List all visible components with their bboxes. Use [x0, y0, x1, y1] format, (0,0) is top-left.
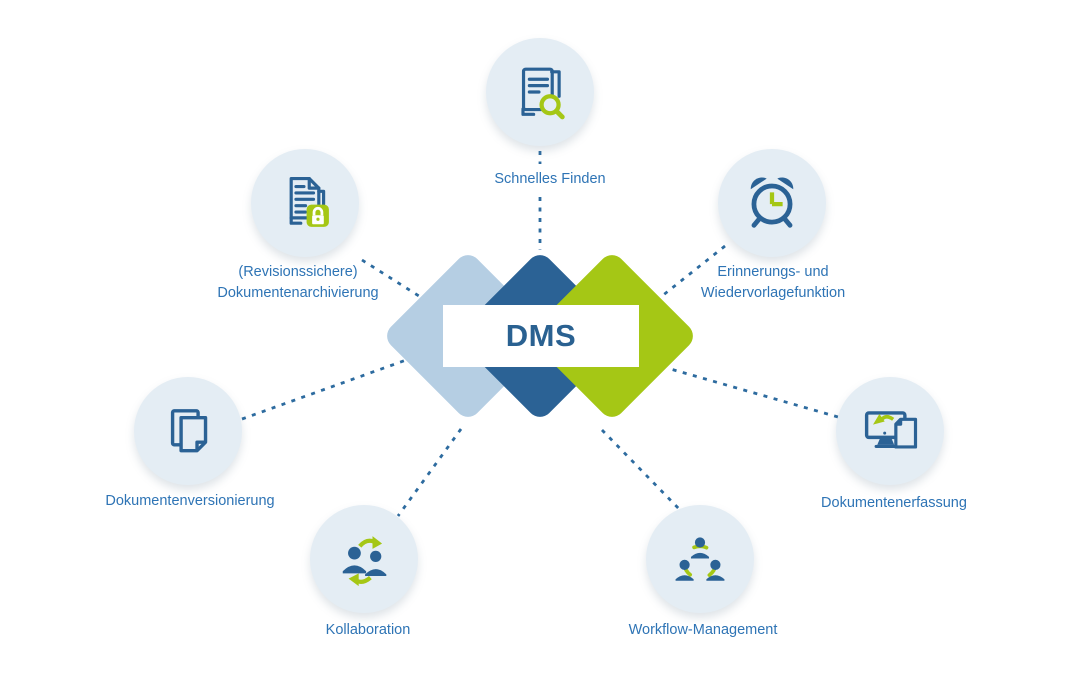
document-copies-icon	[170, 409, 208, 453]
connector-line-workflow	[600, 429, 686, 515]
connector-line-kollab	[396, 428, 463, 517]
dms-banner: DMS	[443, 305, 639, 367]
node-erinnerungsfunktion	[718, 149, 826, 257]
node-label-dokumentenversionierung: Dokumentenversionierung	[105, 493, 275, 509]
node-workflow-management	[646, 505, 754, 613]
document-lock-icon	[289, 176, 329, 227]
node-kollaboration	[310, 505, 418, 613]
node-schnelles-finden	[486, 38, 594, 146]
node-label-dokumentenarchivierung: (Revisionssichere) Dokumentenarchivierun…	[217, 264, 379, 301]
node-label-erinnerungsfunktion: Erinnerungs- und Wiedervorlagefunktion	[700, 264, 846, 301]
node-label-workflow-management: Workflow-Management	[628, 622, 778, 638]
connector-line-version	[241, 357, 410, 421]
node-label-kollaboration: Kollaboration	[325, 622, 411, 638]
node-label-schnelles-finden: Schnelles Finden	[420, 169, 680, 190]
connector-line-erfassung	[666, 366, 839, 419]
node-dokumentenarchivierung	[251, 149, 359, 257]
node-dokumentenversionierung	[134, 377, 242, 485]
alarm-clock-icon	[750, 177, 794, 228]
connector-line-erinnerung	[661, 244, 726, 298]
people-exchange-icon	[342, 536, 387, 587]
node-label-dokumentenerfassung: Dokumentenerfassung	[821, 495, 967, 511]
monitor-document-icon	[864, 411, 918, 449]
connector-line-archiv	[361, 258, 420, 298]
node-dokumentenerfassung	[836, 377, 944, 485]
document-search-icon	[521, 67, 565, 120]
dms-title: DMS	[505, 318, 577, 353]
people-cycle-icon	[675, 537, 725, 581]
